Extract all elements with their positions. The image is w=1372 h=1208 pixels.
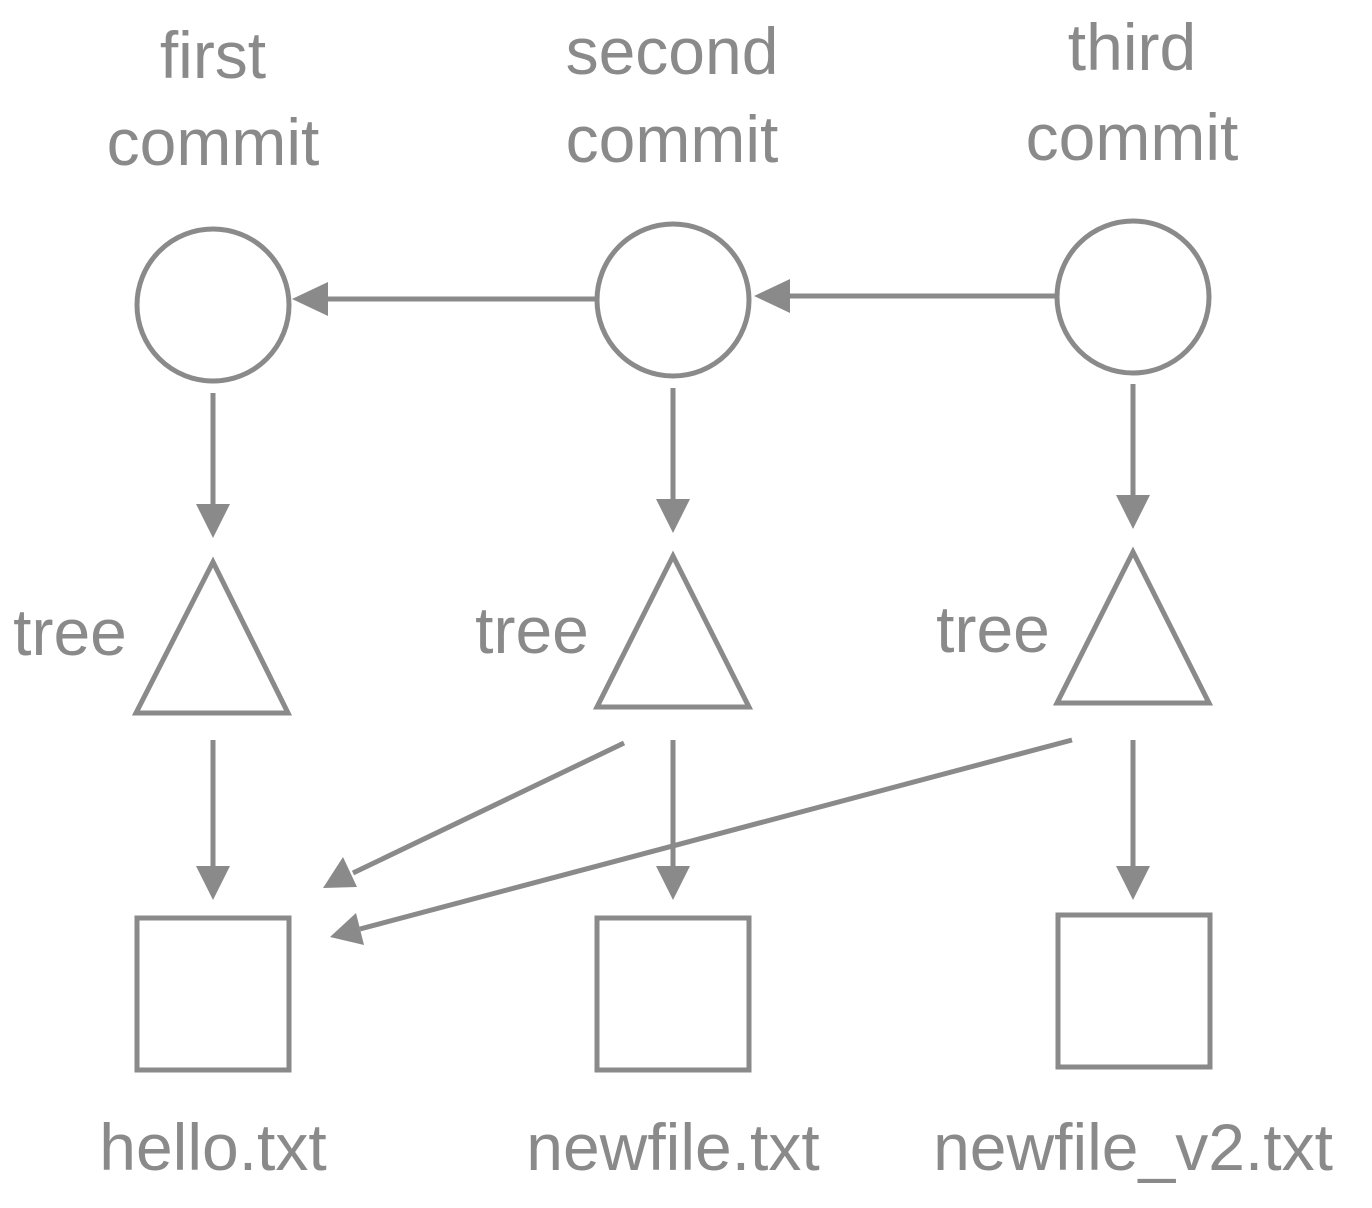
edge-tree3-to-hello	[359, 737, 1073, 932]
file-3-label: newfile_v2.txt	[933, 1110, 1333, 1184]
arrowhead-commit3-to-tree3	[1116, 495, 1150, 529]
file-2-label: newfile.txt	[526, 1110, 819, 1184]
file-node-newfile-v2	[1055, 912, 1213, 1070]
arrowhead-tree3-to-hello	[330, 913, 364, 945]
commit-1-label-line2: commit	[107, 105, 320, 179]
file-node-hello	[134, 915, 292, 1073]
edge-tree2-to-hello	[351, 740, 626, 876]
arrowhead-commit1-to-tree1	[196, 504, 230, 538]
tree-1-label: tree	[13, 595, 127, 669]
arrowhead-tree3-to-newfile-v2	[1116, 866, 1150, 900]
tree-3-label: tree	[936, 592, 1050, 666]
commit-node-second	[594, 221, 752, 379]
arrowhead-commit2-to-commit1	[292, 282, 328, 316]
arrowhead-commit2-to-tree2	[656, 499, 690, 533]
commit-3-label-line1: third	[1068, 10, 1196, 84]
commit-3-label-line2: commit	[1026, 100, 1239, 174]
arrowhead-tree1-to-hello	[196, 866, 230, 900]
arrowhead-commit3-to-commit2	[754, 279, 790, 313]
tree-node-1	[131, 556, 293, 716]
commit-2-label-line1: second	[566, 14, 779, 88]
commit-node-first	[134, 226, 292, 384]
tree-node-3	[1052, 546, 1214, 706]
commit-1-label-line1: first	[160, 18, 266, 92]
commit-2-label-line2: commit	[566, 102, 779, 176]
arrowhead-tree2-to-hello	[323, 857, 357, 888]
commit-node-third	[1054, 218, 1212, 376]
file-node-newfile	[594, 915, 752, 1073]
arrowhead-tree2-to-newfile	[656, 866, 690, 900]
tree-2-label: tree	[475, 593, 589, 667]
tree-node-2	[592, 550, 754, 710]
file-1-label: hello.txt	[99, 1110, 326, 1184]
